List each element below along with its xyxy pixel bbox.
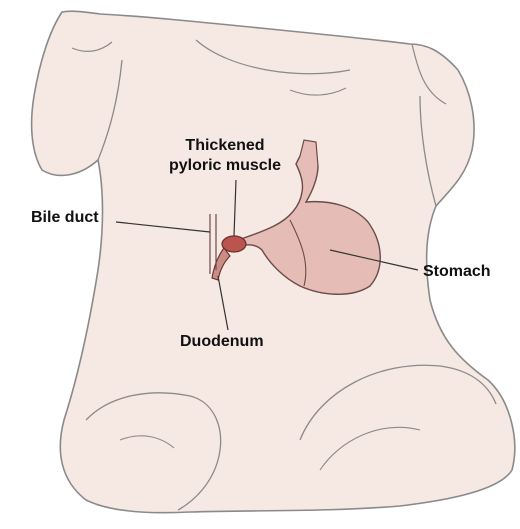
duodenum-label: Duodenum [180,332,264,352]
pyloric-label-line1: Thickened [150,136,300,156]
bile-duct-label: Bile duct [31,208,99,228]
pyloric-muscle-label: Thickened pyloric muscle [150,136,300,176]
stomach-label: Stomach [423,262,491,282]
pyloric-label-line2: pyloric muscle [150,156,300,176]
